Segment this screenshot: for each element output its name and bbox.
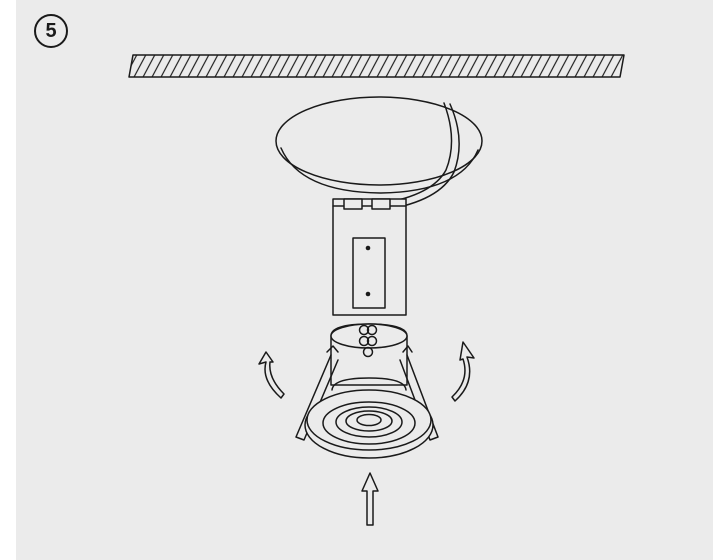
cable-icon	[377, 102, 460, 211]
downlight-fixture-icon	[295, 323, 439, 459]
push-up-arrow-icon	[361, 472, 379, 526]
driver-box-icon	[332, 198, 407, 316]
step-number-badge: 5	[34, 14, 68, 48]
rotate-arrow-right-icon	[451, 341, 475, 402]
step-number: 5	[45, 19, 57, 42]
rotate-arrow-left-icon	[258, 351, 285, 399]
hatched-ceiling-icon	[128, 54, 625, 78]
ceiling-cutout-icon	[275, 96, 483, 194]
